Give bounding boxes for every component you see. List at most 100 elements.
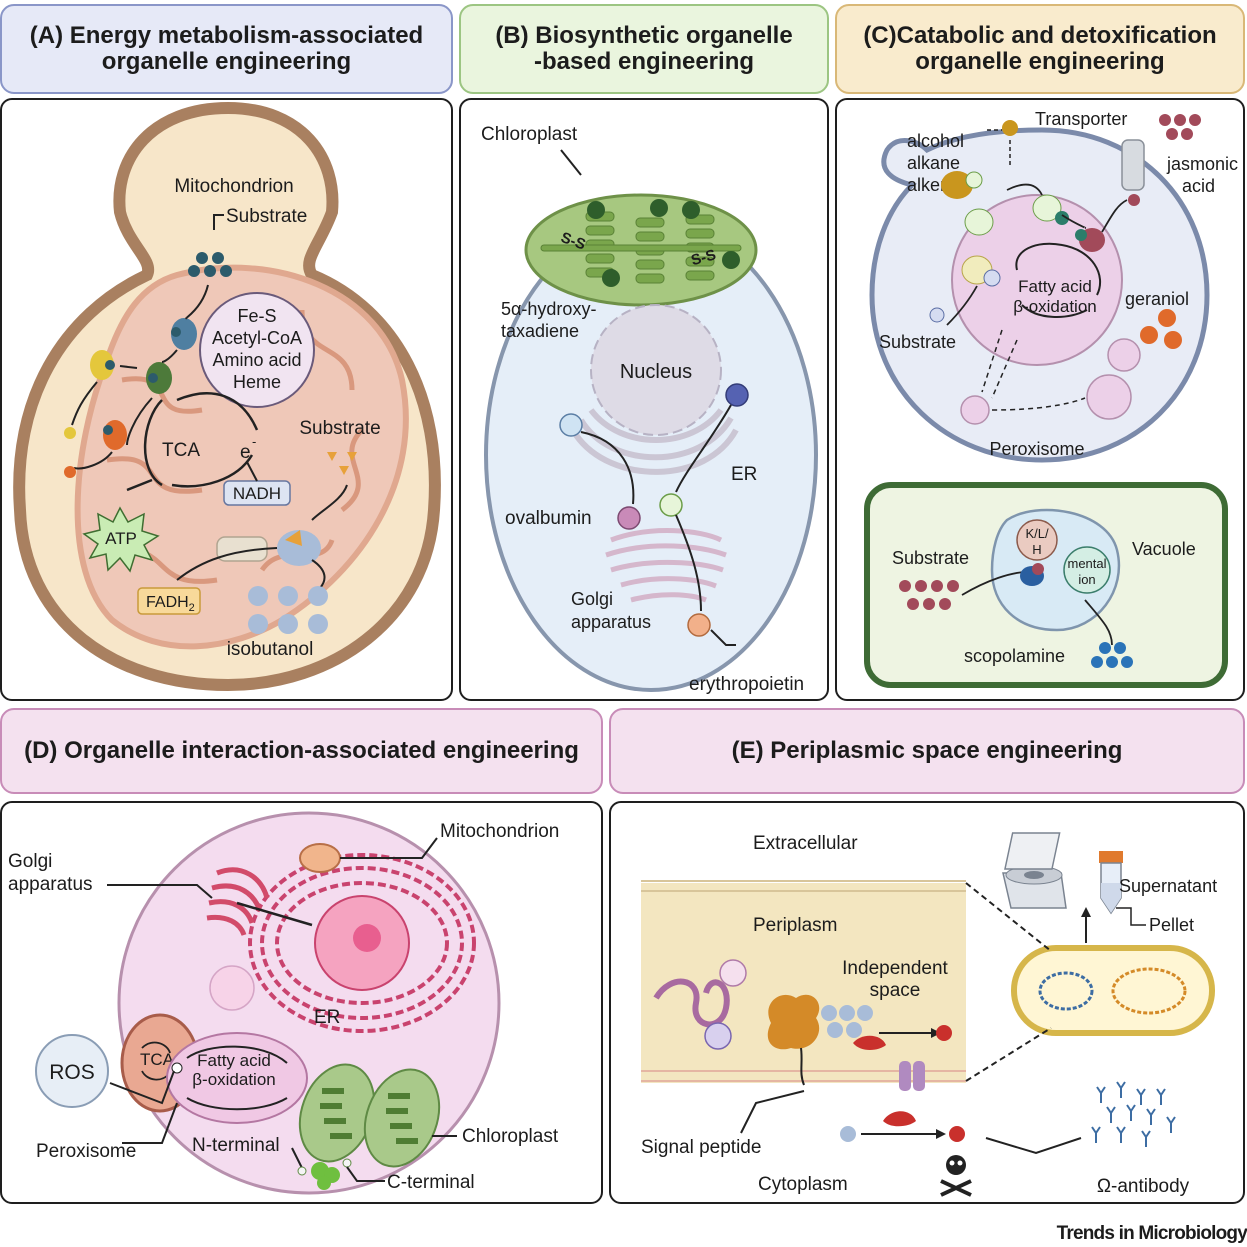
klh-label-2: H <box>1032 542 1041 557</box>
contact-point-d <box>171 1062 183 1074</box>
to-membrane-dashes <box>965 882 1052 1082</box>
extracellular-label: Extracellular <box>753 833 858 854</box>
peroxisome-label-d: Peroxisome <box>36 1141 136 1162</box>
mental-ion-label-1: mental <box>1067 556 1106 571</box>
alcohol-label-2: alkane <box>907 153 960 173</box>
atp-starburst <box>82 506 160 573</box>
independent-label-1: Independent <box>842 958 948 979</box>
electron-label: e <box>240 442 251 463</box>
panel-a-title-line2: organelle engineering <box>101 48 352 75</box>
klh-circle <box>1016 519 1058 561</box>
antibody-pointer <box>985 1137 1082 1155</box>
golgi-label-d-1: Golgi <box>8 851 52 872</box>
panel-a: Fe-S Acetyl-CoA Amino acid Heme Mitochon… <box>0 98 453 701</box>
protein-ovalbumin <box>617 506 641 530</box>
peroxisome-pointer-d <box>122 1102 178 1144</box>
thylakoid-stacks <box>540 211 742 284</box>
periplasm-dots <box>821 1005 873 1038</box>
alcohol-product-dot <box>1002 120 1018 136</box>
periplasm-region <box>641 883 966 1083</box>
antibody-icons <box>1091 1081 1176 1147</box>
membrane-transporter <box>1121 139 1145 191</box>
panel-e-title: (E) Periplasmic space engineering <box>731 737 1123 764</box>
independent-label-2: space <box>870 980 921 1001</box>
n-terminal-label: N-terminal <box>192 1135 280 1156</box>
chloroplast-label-d: Chloroplast <box>462 1126 559 1147</box>
periplasm-enzyme <box>853 1035 886 1050</box>
fadh2-text: FADH <box>146 594 189 611</box>
protein-erythropoietin <box>687 613 711 637</box>
signal-peptide-pointer <box>740 1090 805 1134</box>
enzyme-substrate <box>285 530 302 546</box>
to-centrifuge-arrowhead <box>1081 907 1091 917</box>
vacuole-label: Vacuole <box>1132 539 1196 559</box>
panel-c-diagram: alcohol alkane alkene Transporter jasmon… <box>864 109 1238 688</box>
panel-a-title-line1: (A) Energy metabolism-associated <box>29 22 424 49</box>
journal-footer: Trends in Microbiology <box>1056 1223 1247 1244</box>
nadh-link <box>246 461 258 482</box>
protein-icons-green <box>587 199 740 287</box>
transported-dot <box>1128 194 1140 206</box>
fatty-acid-label-d-1: Fatty acid <box>197 1051 271 1070</box>
panel-d-title: (D) Organelle interaction-associated eng… <box>24 737 579 764</box>
taxadiene-label-2: taxadiene <box>501 321 579 341</box>
er-label-d: ER <box>314 1007 340 1028</box>
signal-peptide-strand <box>800 1047 805 1086</box>
ros-label: ROS <box>49 1061 95 1084</box>
cofactor-line-3: Amino acid <box>212 350 301 370</box>
fadh2-subscript: 2 <box>189 602 195 614</box>
jasmonic-label-1: jasmonic <box>1166 154 1238 174</box>
antibody-label: Ω-antibody <box>1097 1176 1190 1197</box>
geraniol-dots <box>1140 309 1182 349</box>
protein-blue-dark <box>725 383 749 407</box>
c-terminal-label: C-terminal <box>387 1172 475 1193</box>
transporter-icons <box>90 318 197 450</box>
golgi-label-2: apparatus <box>571 612 651 632</box>
chloroplast-d-2 <box>363 1068 441 1168</box>
isobutanol-dots <box>248 586 328 634</box>
cytoplasm-label: Cytoplasm <box>758 1174 848 1195</box>
tube-icon <box>1099 851 1123 915</box>
chloroplast-label: Chloroplast <box>481 124 578 145</box>
panel-b-diagram: S-S S-S Chloroplast 5α-hydroxy- taxadien… <box>481 124 818 695</box>
secretion-arrows <box>580 404 732 612</box>
scopolamine-label: scopolamine <box>964 646 1065 666</box>
cofactor-line-2: Acetyl-CoA <box>212 328 302 348</box>
substrate-label-c: Substrate <box>879 332 956 352</box>
zoom-circle-1 <box>719 959 747 987</box>
mitochondrion-label-d: Mitochondrion <box>440 821 559 842</box>
substrate-vac-label: Substrate <box>892 548 969 568</box>
product-dot-yellow <box>64 427 76 439</box>
supernatant-label: Supernatant <box>1119 876 1217 896</box>
beta-oxidation-cycle <box>1015 242 1102 318</box>
jasmonic-label-2: acid <box>1182 176 1215 196</box>
panel-b-title-line1: (B) Biosynthetic organelle <box>495 22 793 49</box>
golgi-er-arrow <box>236 901 313 927</box>
mitochondrion-pointer-d <box>340 837 438 859</box>
substrate-vac-dots <box>899 580 959 610</box>
periplasm-label: Periplasm <box>753 915 837 936</box>
cyto-arrowhead <box>936 1129 946 1139</box>
plasmid-blue <box>1038 971 1094 1011</box>
golgi-d <box>206 867 270 936</box>
zoom-circle-2 <box>704 1022 732 1050</box>
transporter-label: Transporter <box>1035 109 1127 129</box>
panel-c-title-line1: (C)Catabolic and detoxification <box>863 22 1217 49</box>
pellet-pointer <box>1116 907 1146 926</box>
tca-label-d: TCA <box>140 1050 175 1069</box>
golgi-label-1: Golgi <box>571 589 613 609</box>
skull-icon <box>940 1155 972 1197</box>
ros-pointer <box>109 1070 175 1105</box>
beta-oxidation-d <box>186 1045 288 1111</box>
peroxisome-d <box>166 1032 308 1124</box>
atp-label: ATP <box>105 529 137 548</box>
alcohol-label-1: alcohol <box>907 131 964 151</box>
plasmid-orange <box>1111 967 1187 1015</box>
enzymes-c <box>941 171 1105 287</box>
product-dot-e <box>936 1025 952 1041</box>
substrate-pointer <box>213 214 224 230</box>
jasmonic-dots <box>1159 114 1201 140</box>
panel-b-title-line2: -based engineering <box>533 48 755 75</box>
panel-e: Extracellular Periplasm Independent spac… <box>609 801 1245 1204</box>
substrate-right-label: Substrate <box>299 418 380 439</box>
